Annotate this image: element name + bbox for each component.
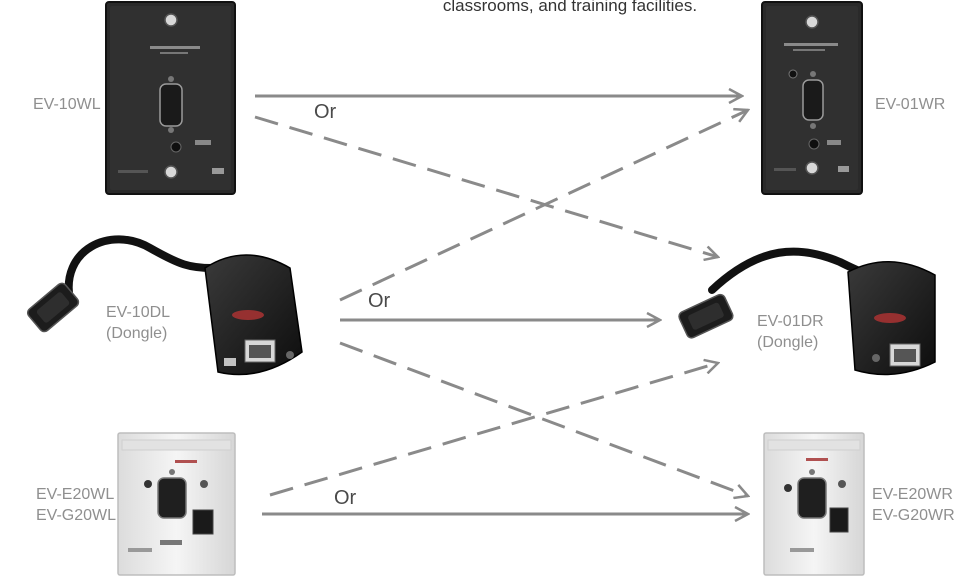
label-ev-g20wl-line2: EV-G20WL — [36, 507, 117, 524]
label-ev-01dr: EV-01DR (Dongle) — [757, 311, 824, 353]
ev-e20wl-din-module-image — [117, 432, 236, 576]
label-ev-01dr-name: EV-01DR — [757, 313, 824, 330]
label-ev-g20wr-line2: EV-G20WR — [872, 507, 955, 524]
ev-01wr-wallplate-image — [761, 1, 863, 195]
or-label-top: Or — [314, 101, 337, 123]
ev-e20wr-din-module-image — [763, 432, 865, 576]
label-ev-01wr: EV-01WR — [875, 96, 946, 113]
label-ev-e20wr: EV-E20WR EV-G20WR — [872, 484, 955, 526]
or-label-bottom: Or — [334, 487, 357, 509]
dashed-arrow-e20wl-to-01dr — [269, 363, 718, 497]
ev-10dl-dongle-image — [26, 235, 303, 376]
label-ev-e20wl: EV-E20WL EV-G20WL — [36, 484, 116, 526]
or-label-middle: Or — [368, 290, 391, 312]
dashed-arrow-10dl-to-e20wr — [339, 341, 748, 496]
label-ev-10dl-type: (Dongle) — [106, 325, 168, 342]
caption-text: classrooms, and training facilities. — [442, 0, 698, 15]
ev-10wl-wallplate-image — [105, 1, 236, 195]
label-ev-10dl: EV-10DL (Dongle) — [106, 302, 170, 344]
label-ev-10dl-name: EV-10DL — [106, 304, 171, 321]
ev-01dr-dongle-image — [678, 247, 936, 376]
dashed-arrow-10wl-to-01dr — [254, 115, 718, 257]
label-ev-01dr-type: (Dongle) — [757, 334, 819, 351]
label-ev-e20wr-line1: EV-E20WR — [872, 486, 953, 503]
label-ev-10wl: EV-10WL — [33, 96, 101, 113]
dashed-arrow-10dl-to-01wr — [339, 110, 748, 302]
label-ev-e20wl-line1: EV-E20WL — [36, 486, 115, 503]
